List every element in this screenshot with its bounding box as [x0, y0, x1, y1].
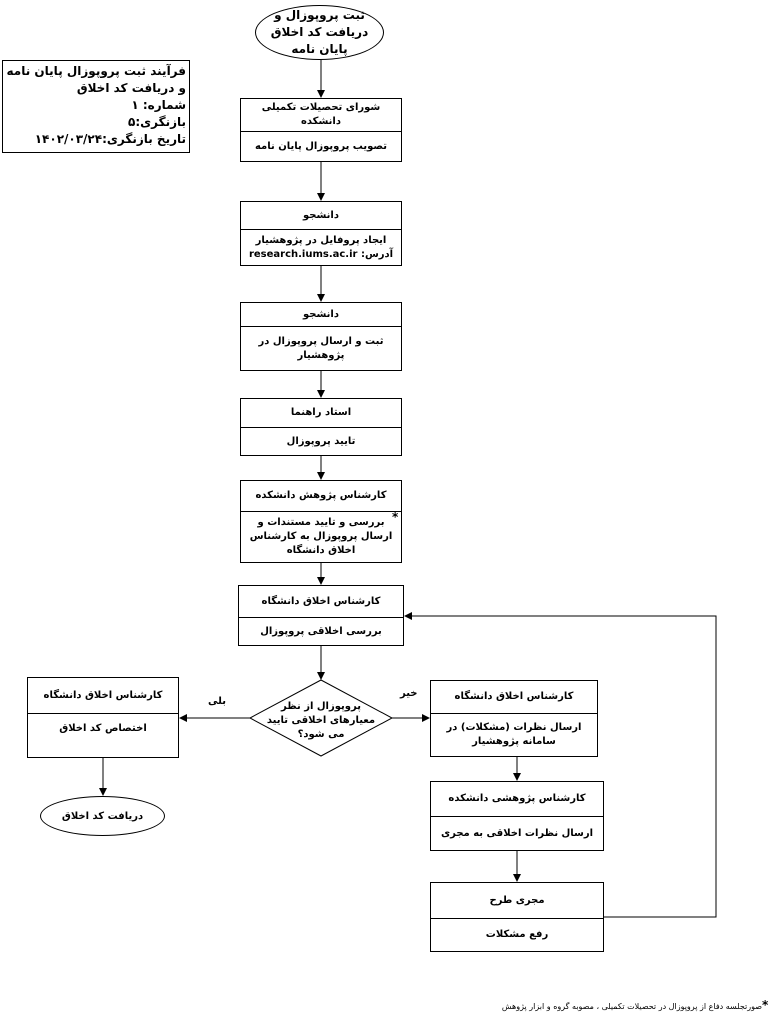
- footnote-marker: *: [392, 510, 399, 524]
- step-action: ارسال نظرات اخلاقی به مجری: [440, 827, 594, 839]
- process-info-box: فرآیند ثبت پروپوزال پایان نامه و دریافت …: [2, 60, 190, 153]
- step-action: ایجاد پروفایل در پژوهشیار: [255, 234, 387, 246]
- footnote: صورتجلسه دفاع از پروپوزال در تحصیلات تکم…: [501, 1002, 762, 1011]
- step-forward-comments: کارشناس پژوهشی دانشکده ارسال نظرات اخلاق…: [430, 781, 604, 851]
- step-action: تایید پروپوزال: [286, 435, 356, 447]
- step-actor: مجری طرح: [431, 883, 603, 919]
- revision: بازنگری:۵: [128, 115, 186, 129]
- step-supervisor-approval: استاد راهنما تایید پروپوزال: [240, 398, 402, 456]
- step-action: بررسی و تایید مستندات و ارسال پروپوزال ب…: [249, 517, 393, 556]
- step-actor: کارشناس اخلاق دانشگاه: [239, 586, 403, 618]
- start-terminal: ثبت پروپوزال و دریافت کد اخلاق پایان نام…: [255, 5, 384, 60]
- step-actor: کارشناس اخلاق دانشگاه: [431, 681, 597, 714]
- footnote-star: *: [762, 998, 769, 1012]
- decision-no-label: خیر: [400, 688, 418, 699]
- step-action: رفع مشکلات: [485, 929, 549, 940]
- step-actor: شورای تحصیلات تکمیلی دانشکده: [241, 99, 401, 132]
- end-terminal: دریافت کد اخلاق: [40, 796, 165, 836]
- step-fix-issues: مجری طرح رفع مشکلات: [430, 882, 604, 952]
- process-number: شماره: ۱: [131, 98, 186, 112]
- decision-diamond: [248, 679, 394, 757]
- loop-back-arrow: [404, 612, 717, 918]
- step-action: اختصاص کد اخلاق: [59, 723, 147, 734]
- step-create-profile: دانشجو ایجاد پروفایل در پژوهشیار آدرس: r…: [240, 201, 402, 266]
- step-assign-code: کارشناس اخلاق دانشگاه اختصاص کد اخلاق: [27, 677, 179, 758]
- step-actor: کارشناس پژوهشی دانشکده: [431, 782, 603, 817]
- step-action: بررسی اخلاقی پروپوزال: [260, 625, 382, 637]
- revision-date: تاریخ بازنگری:۱۴۰۲/۰۳/۲۴: [34, 132, 186, 146]
- step-faculty-review: کارشناس پژوهش دانشکده بررسی و تایید مستن…: [240, 480, 402, 563]
- step-actor: کارشناس اخلاق دانشگاه: [28, 678, 178, 714]
- decision-question: پروپوزال از نظر معیارهای اخلاقی تایید می…: [266, 701, 376, 740]
- step-actor: دانشجو: [241, 202, 401, 230]
- step-submit-proposal: دانشجو ثبت و ارسال پروپوزال در پژوهشیار: [240, 302, 402, 371]
- decision-yes-label: بلی: [208, 696, 226, 707]
- step-send-comments: کارشناس اخلاق دانشگاه ارسال نظرات (مشکلا…: [430, 680, 598, 757]
- step-actor: دانشجو: [241, 303, 401, 327]
- step-action: ثبت و ارسال پروپوزال در پژوهشیار: [258, 335, 384, 361]
- process-title: فرآیند ثبت پروپوزال پایان نامه و دریافت …: [6, 64, 186, 95]
- system-address: آدرس: research.iums.ac.ir: [248, 248, 394, 260]
- step-action: تصویب پروپوزال پایان نامه: [254, 140, 388, 152]
- step-council-approval: شورای تحصیلات تکمیلی دانشکده تصویب پروپو…: [240, 98, 402, 162]
- step-actor: کارشناس پژوهش دانشکده: [241, 481, 401, 512]
- step-actor: استاد راهنما: [241, 399, 401, 428]
- step-action: ارسال نظرات (مشکلات) در سامانه پژوهشیار: [446, 722, 582, 747]
- step-ethics-review: کارشناس اخلاق دانشگاه بررسی اخلاقی پروپو…: [238, 585, 404, 646]
